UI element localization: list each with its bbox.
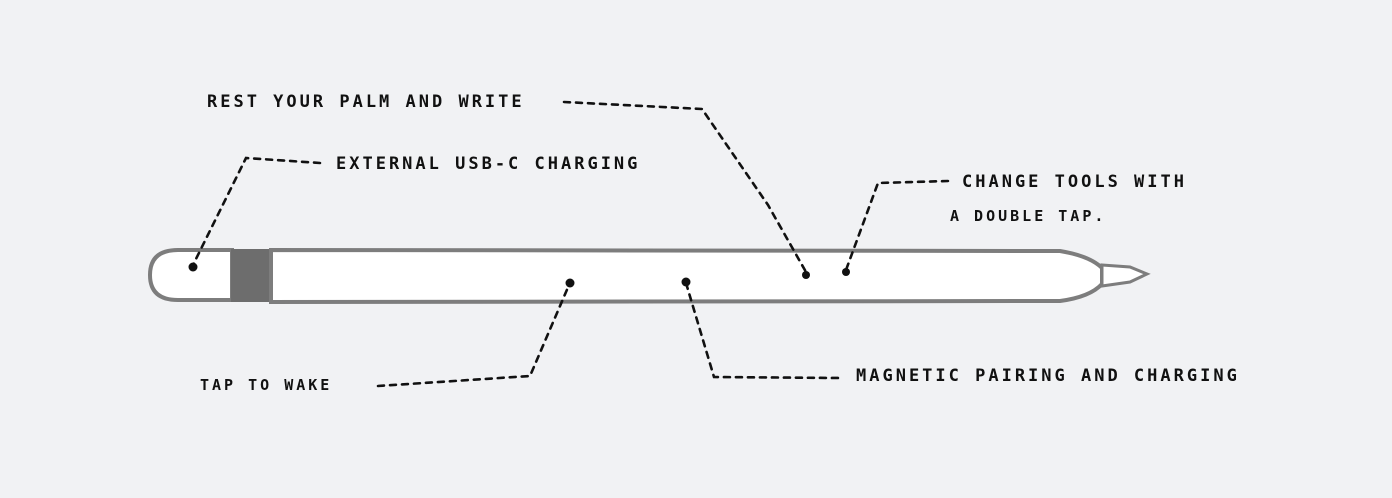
leader-usb-c: [191, 156, 322, 267]
pencil-band: [231, 249, 271, 302]
label-change-tools-line1: CHANGE TOOLS WITH: [962, 172, 1187, 192]
point-usb-c: [188, 262, 198, 272]
leader-tap-wake: [376, 283, 571, 388]
point-change-tools: [842, 268, 850, 276]
label-change-tools-line2: A DOUBLE TAP.: [950, 207, 1107, 225]
label-tap-to-wake: TAP TO WAKE: [200, 376, 333, 394]
label-magnetic-pairing: MAGNETIC PAIRING AND CHARGING: [856, 366, 1240, 386]
leader-rest-palm: [562, 100, 808, 274]
leader-magnetic: [684, 281, 842, 380]
pencil-tip: [1100, 263, 1151, 288]
point-rest-palm: [802, 271, 810, 279]
pencil-body: [269, 247, 1104, 305]
point-magnetic: [681, 277, 691, 287]
pencil-cap: [147, 248, 234, 302]
point-tap-wake: [565, 278, 575, 288]
leader-change-tools: [844, 179, 950, 272]
label-usb-c-charging: EXTERNAL USB-C CHARGING: [336, 154, 641, 174]
label-rest-palm: REST YOUR PALM AND WRITE: [207, 92, 525, 112]
